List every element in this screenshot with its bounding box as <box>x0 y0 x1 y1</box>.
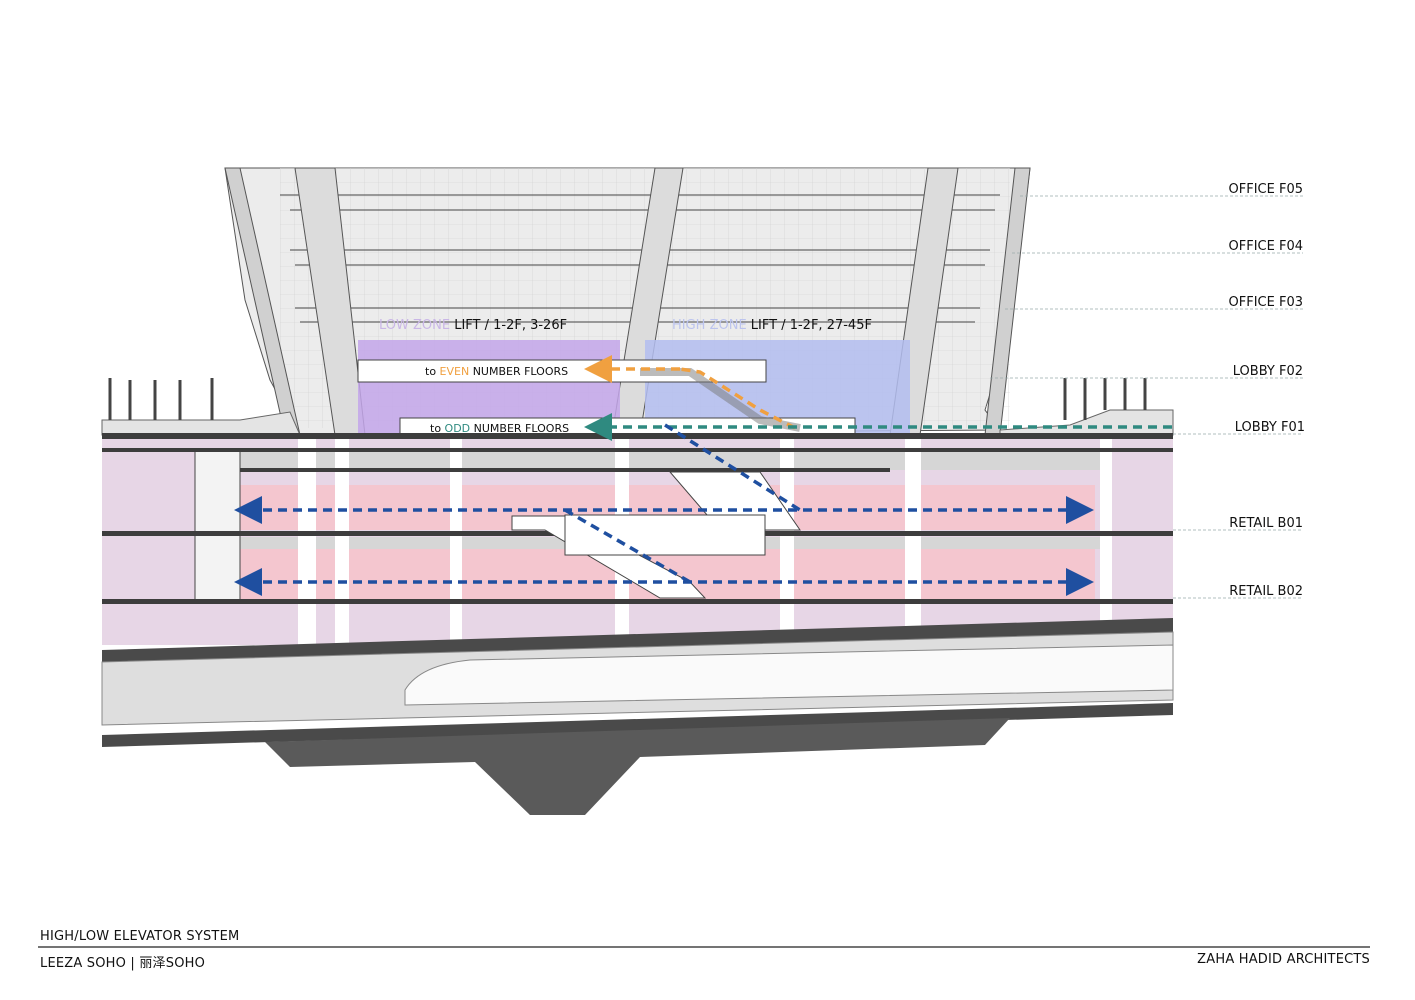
f01-to-b01-route <box>664 423 801 512</box>
level-label-retail-b02: RETAIL B02 <box>1229 584 1303 599</box>
firm-name: ZAHA HADID ARCHITECTS <box>1197 952 1370 967</box>
lobby-escalator <box>640 368 801 432</box>
odd-floors-label: to ODD NUMBER FLOORS <box>430 422 569 435</box>
metro-tunnel <box>101 618 1174 815</box>
foundation <box>265 718 1010 815</box>
drawing-title: HIGH/LOW ELEVATOR SYSTEM <box>40 929 240 944</box>
level-label-lobby-f01: LOBBY F01 <box>1235 420 1305 435</box>
even-floor-bridge <box>357 359 767 383</box>
project-name: LEEZA SOHO | 丽泽SOHO <box>40 956 206 971</box>
high-zone-lift-label: HIGH ZONE LIFT / 1-2F, 27-45F <box>672 318 872 333</box>
level-label-office-f04: OFFICE F04 <box>1229 239 1303 254</box>
circulation-routes <box>234 355 1172 596</box>
even-floor-escalator-route <box>679 367 796 430</box>
metro-train <box>404 644 1174 706</box>
level-label-office-f05: OFFICE F05 <box>1229 182 1303 197</box>
b01-to-b02-route <box>564 508 691 584</box>
even-floors-label: to EVEN NUMBER FLOORS <box>425 365 568 378</box>
level-leaders <box>990 195 1303 599</box>
retail-basement <box>102 433 1173 645</box>
level-label-office-f03: OFFICE F03 <box>1229 295 1303 310</box>
level-labels: OFFICE F05 OFFICE F04 OFFICE F03 LOBBY F… <box>1229 182 1305 599</box>
level-label-lobby-f02: LOBBY F02 <box>1233 364 1303 379</box>
ground-plaza <box>101 378 1174 436</box>
level-label-retail-b01: RETAIL B01 <box>1229 516 1303 531</box>
low-zone-lift-label: LOW ZONE LIFT / 1-2F, 3-26F <box>379 318 567 333</box>
